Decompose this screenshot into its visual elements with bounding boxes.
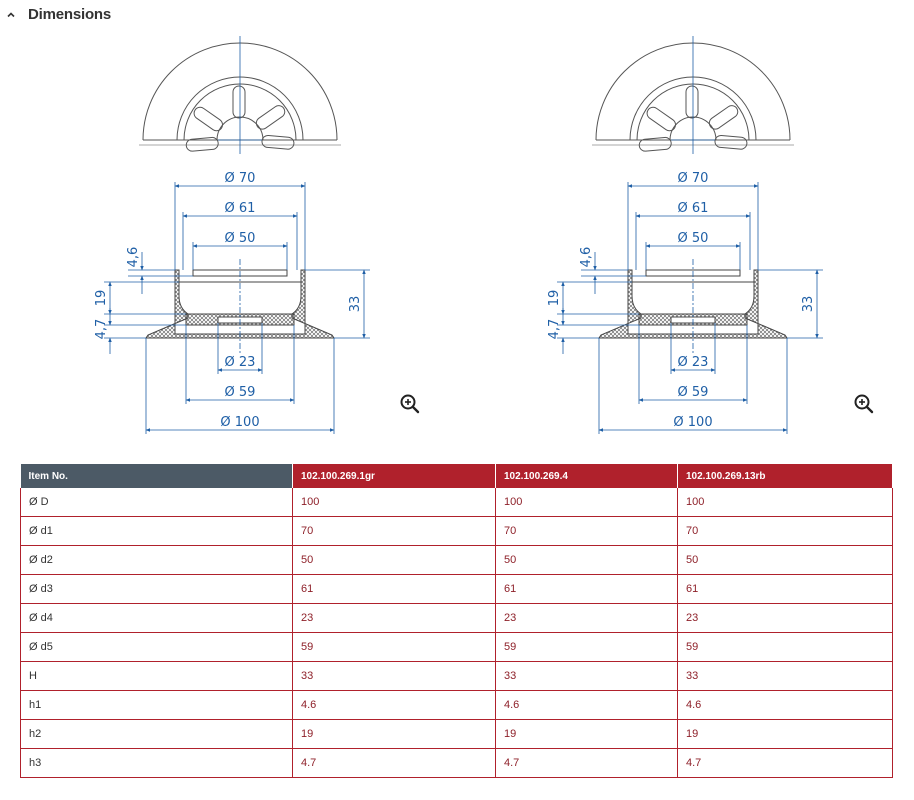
cell-value: 23 [292, 603, 496, 633]
row-label: Ø d1 [20, 516, 293, 546]
cell-value: 4.7 [292, 748, 496, 778]
top-view [139, 36, 341, 154]
cell-value: 33 [292, 661, 496, 691]
row-label: Ø d5 [20, 632, 293, 662]
row-label: h3 [20, 748, 293, 778]
cell-value: 61 [677, 574, 893, 604]
dim-D: Ø 100 [673, 415, 712, 430]
section-header[interactable]: Dimensions [0, 0, 914, 30]
chevron-up-icon[interactable] [6, 10, 16, 20]
header-variant-1: 102.100.269.1gr [292, 464, 496, 488]
dim-d5: Ø 59 [225, 385, 256, 400]
cell-value: 19 [495, 719, 678, 749]
dim-d-outer: Ø 70 [678, 171, 709, 186]
cell-value: 100 [677, 488, 893, 517]
dim-d-outer: Ø 70 [225, 171, 256, 186]
cell-value: 100 [495, 488, 678, 517]
dim-h1: 4,6 [579, 247, 594, 268]
cell-value: 33 [495, 661, 678, 691]
dim-d5: Ø 59 [678, 385, 709, 400]
cell-value: 100 [292, 488, 496, 517]
drawing-variant-2: Ø 70 Ø 61 Ø 50 4,6 19 4,7 33 Ø 23 Ø 59 Ø… [471, 34, 831, 440]
header-variant-2: 102.100.269.4 [495, 464, 678, 488]
side-view [598, 259, 788, 354]
row-label: Ø d4 [20, 603, 293, 633]
dim-d4: Ø 23 [225, 355, 256, 370]
technical-drawing: Ø 70 Ø 61 Ø 50 4,6 19 4,7 33 Ø 23 Ø 59 Ø… [547, 36, 823, 434]
dim-d4: Ø 23 [678, 355, 709, 370]
dimension-lines [557, 182, 823, 434]
spoke-slots [185, 85, 295, 152]
cell-value: 19 [292, 719, 496, 749]
dim-D: Ø 100 [220, 415, 259, 430]
header-variant-3: 102.100.269.13rb [677, 464, 893, 488]
dimension-labels: Ø 70 Ø 61 Ø 50 4,6 19 4,7 33 Ø 23 Ø 59 Ø… [94, 171, 363, 430]
cell-value: 4.6 [677, 690, 893, 720]
dim-h3: 4,7 [547, 319, 562, 340]
cell-value: 59 [677, 632, 893, 662]
cell-value: 59 [292, 632, 496, 662]
cell-value: 70 [495, 516, 678, 546]
cell-value: 61 [495, 574, 678, 604]
cell-value: 23 [495, 603, 678, 633]
row-label: Ø d2 [20, 545, 293, 575]
section-title: Dimensions [28, 6, 112, 23]
row-label: h1 [20, 690, 293, 720]
row-label: Ø d3 [20, 574, 293, 604]
cell-value: 59 [495, 632, 678, 662]
technical-drawing: Ø 70 Ø 61 Ø 50 4,6 19 4,7 33 Ø 23 Ø 59 Ø… [94, 36, 370, 434]
dim-H: 33 [801, 296, 816, 313]
spoke-slots [638, 85, 748, 152]
cell-value: 4.7 [495, 748, 678, 778]
header-item-no: Item No. [20, 464, 293, 488]
dimensions-table: Item No. 102.100.269.1gr 102.100.269.4 1… [20, 464, 893, 778]
row-label: Ø D [20, 488, 293, 517]
zoom-in-icon[interactable] [853, 393, 875, 415]
dim-h1: 4,6 [126, 247, 141, 268]
row-label: H [20, 661, 293, 691]
drawing-variant-1: Ø 70 Ø 61 Ø 50 4,6 19 4,7 33 Ø 23 Ø 59 Ø… [18, 34, 378, 440]
side-view [145, 259, 335, 354]
cell-value: 70 [292, 516, 496, 546]
cell-value: 33 [677, 661, 893, 691]
cell-value: 4.7 [677, 748, 893, 778]
dim-d-mid: Ø 61 [225, 201, 256, 216]
dim-H: 33 [348, 296, 363, 313]
cell-value: 4.6 [495, 690, 678, 720]
dim-h2: 19 [94, 290, 109, 307]
cell-value: 50 [677, 545, 893, 575]
dim-h2: 19 [547, 290, 562, 307]
cell-value: 4.6 [292, 690, 496, 720]
dim-d-mid: Ø 61 [678, 201, 709, 216]
cell-value: 61 [292, 574, 496, 604]
zoom-in-icon[interactable] [399, 393, 421, 415]
cell-value: 50 [495, 545, 678, 575]
table-header-row: Item No. 102.100.269.1gr 102.100.269.4 1… [20, 464, 893, 488]
dim-d-inner: Ø 50 [225, 231, 256, 246]
dim-h3: 4,7 [94, 319, 109, 340]
row-label: h2 [20, 719, 293, 749]
dimension-labels: Ø 70 Ø 61 Ø 50 4,6 19 4,7 33 Ø 23 Ø 59 Ø… [547, 171, 816, 430]
cell-value: 19 [677, 719, 893, 749]
cell-value: 50 [292, 545, 496, 575]
dimension-lines [104, 182, 370, 434]
cell-value: 23 [677, 603, 893, 633]
dim-d-inner: Ø 50 [678, 231, 709, 246]
top-view [592, 36, 794, 154]
cell-value: 70 [677, 516, 893, 546]
